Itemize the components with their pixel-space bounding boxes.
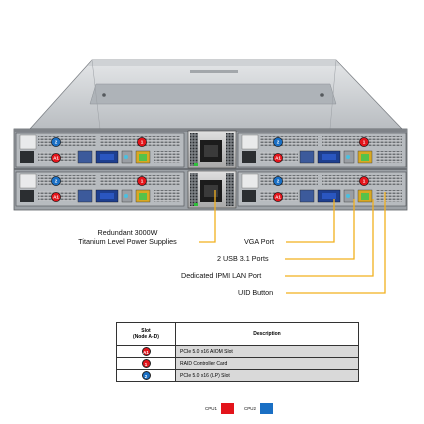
callout-lines	[199, 190, 386, 294]
slot-badge-1	[137, 137, 147, 147]
slot-badge-1-text: 1	[363, 179, 366, 184]
slot-badge-a1	[51, 153, 61, 163]
psu-label-line2: Titanium Level Power Supplies	[78, 237, 177, 246]
slot-badge-2-text: 2	[277, 140, 280, 145]
slot-header-label: Slot	[141, 328, 151, 334]
slot-badge-2-text: 2	[55, 179, 58, 184]
vent-grille	[376, 190, 402, 202]
callout-line-vga	[286, 199, 335, 243]
port-block	[242, 151, 256, 163]
slot-header-sublabel: (Node A-D)	[133, 334, 159, 340]
legend-row: 2 PCIe 5.0 x16 (LP) Slot	[116, 369, 359, 382]
slot-badge-1	[359, 176, 369, 186]
psu-modules	[187, 130, 237, 209]
cpu-color-legend: CPU1 CPU2	[205, 403, 274, 414]
slot-badge-a1-text: A1	[53, 195, 59, 200]
usb-callout-label: 2 USB 3.1 Ports	[217, 254, 269, 263]
slot-badge-2	[273, 176, 283, 186]
legend-row: 1 RAID Controller Card	[116, 357, 359, 370]
uid-button	[346, 155, 350, 159]
psu-callout-label: Redundant 3000W Titanium Level Power Sup…	[60, 228, 195, 246]
uid-button	[124, 155, 128, 159]
legend-header-row: Slot (Node A-D) Description	[116, 322, 359, 346]
vent-grille	[260, 136, 318, 146]
slot-badge-2: 2	[141, 371, 151, 380]
lan-port-inner	[361, 154, 369, 161]
usb-port	[77, 189, 93, 203]
psu-label-line1: Redundant 3000W	[97, 228, 158, 237]
usb-port	[299, 150, 315, 164]
slot-badge-a1-text: A1	[275, 195, 281, 200]
port-block	[20, 190, 34, 202]
description-column-header: Description	[175, 322, 359, 346]
cpu1-swatch	[221, 403, 235, 414]
slot-badge-1-text: 1	[141, 179, 144, 184]
cpu1-label: CPU1	[205, 406, 218, 411]
slot-badge-a1-text: A1	[275, 156, 281, 161]
callout-line-usb	[285, 199, 355, 260]
slot-badge-1	[137, 176, 147, 186]
slot-badge-a1	[51, 192, 61, 202]
uid-button	[124, 194, 128, 198]
vga-connector	[100, 193, 114, 199]
slot-bracket	[241, 134, 259, 150]
chassis-top	[29, 59, 403, 130]
slot-badge-1	[359, 137, 369, 147]
slot-badge-2	[51, 137, 61, 147]
callout-line-psu	[199, 190, 216, 243]
vga-connector	[322, 154, 336, 160]
legend-row: A1 PCIe 5.0 x16 AIOM Slot	[116, 345, 359, 358]
slot-badge-1-text: 1	[363, 140, 366, 145]
slot-column-header: Slot (Node A-D)	[116, 322, 176, 346]
uid-button	[346, 194, 350, 198]
slot-bracket	[19, 173, 37, 189]
slot-badge-2	[273, 137, 283, 147]
vga-callout-label: VGA Port	[244, 237, 274, 246]
vga-connector	[100, 154, 114, 160]
vent-grille	[376, 151, 402, 163]
slot-badge-1: 1	[141, 359, 151, 368]
cpu2-swatch	[260, 403, 274, 414]
legend-desc: PCIe 5.0 x16 (LP) Slot	[175, 369, 359, 382]
vent-grille	[154, 151, 180, 163]
slot-legend-table: Slot (Node A-D) Description A1 PCIe 5.0 …	[116, 322, 359, 382]
port-block	[242, 190, 256, 202]
slot-badge-a1-text: A1	[53, 156, 59, 161]
slot-bracket	[19, 134, 37, 150]
vent-grille	[154, 190, 180, 202]
lan-port-inner	[139, 193, 147, 200]
ipmi-callout-label: Dedicated IPMI LAN Port	[181, 271, 262, 280]
usb-port	[77, 150, 93, 164]
vga-connector	[322, 193, 336, 199]
slot-bracket	[241, 173, 259, 189]
slot-badge-2	[51, 176, 61, 186]
slot-badge-a1	[273, 153, 283, 163]
lan-port-inner	[361, 193, 369, 200]
callout-line-ipmi	[285, 199, 374, 277]
callout-line-uid	[286, 192, 386, 294]
vent-grille	[260, 175, 318, 185]
slot-badge-2-text: 2	[277, 179, 280, 184]
usb-port	[299, 189, 315, 203]
cpu2-label: CPU2	[244, 406, 257, 411]
slot-badge-a1: A1	[141, 347, 151, 356]
lan-port-inner	[139, 154, 147, 161]
slot-badge-2-text: 2	[55, 140, 58, 145]
port-block	[20, 151, 34, 163]
legend-desc: PCIe 5.0 x16 AIOM Slot	[175, 345, 359, 358]
slot-badge-1-text: 1	[141, 140, 144, 145]
vent-grille	[38, 175, 96, 185]
vent-grille	[38, 136, 96, 146]
uid-callout-label: UID Button	[238, 288, 274, 297]
legend-desc: RAID Controller Card	[175, 357, 359, 370]
slot-badge-a1	[273, 192, 283, 202]
